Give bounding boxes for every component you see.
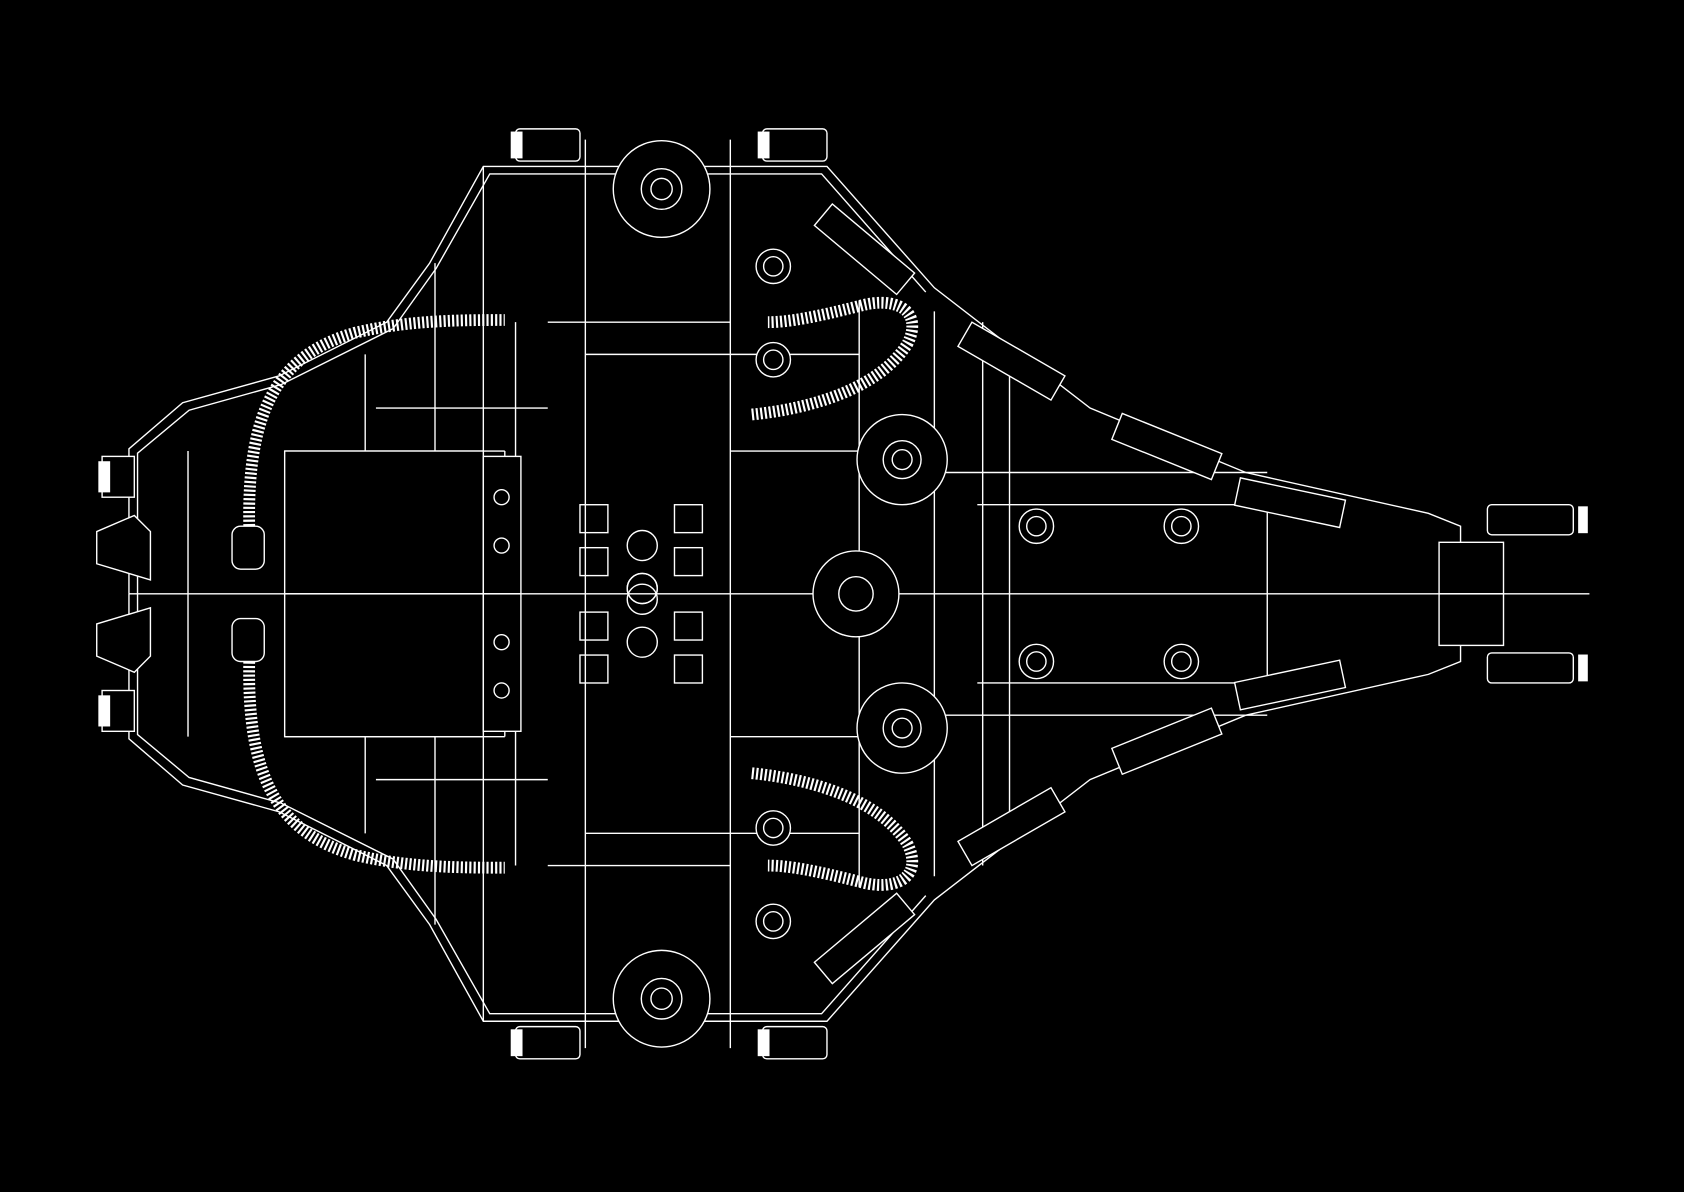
wheel: [612, 949, 711, 1048]
tread-plate: [957, 321, 1066, 401]
wheel-hub: [640, 168, 683, 210]
gear-center: [1170, 515, 1192, 537]
model-bottom-half: [96, 583, 1588, 1060]
battery-box: [283, 593, 485, 738]
flex-hose: [243, 661, 505, 874]
model-top-half: [96, 128, 1588, 605]
cylinder-cap: [626, 626, 658, 658]
gear-center: [1170, 651, 1192, 672]
wheel: [856, 413, 948, 506]
tread-plate: [813, 892, 916, 985]
pin-end: [757, 131, 770, 159]
wheel-hub: [882, 708, 922, 748]
flex-hose: [751, 296, 919, 421]
wheel-axle-hole: [650, 987, 673, 1011]
tail-pin-end: [1578, 654, 1588, 682]
tread-plate: [1110, 707, 1223, 776]
wheel-axle-hole: [650, 177, 673, 201]
tread-plate: [1110, 412, 1223, 481]
wheel: [612, 139, 711, 239]
battery-box: [283, 450, 485, 595]
pin-end: [757, 1029, 770, 1057]
hose-connector: [231, 525, 265, 570]
beam-hole: [493, 633, 510, 651]
axle-pin: [514, 128, 581, 162]
tread-plate: [957, 786, 1066, 867]
gear: [755, 810, 792, 846]
gear-center: [762, 349, 784, 371]
wheel-axle-hole: [891, 717, 913, 739]
gear: [755, 903, 792, 940]
cylinder-cap: [626, 572, 658, 605]
connector-peg: [98, 461, 111, 493]
wheel: [856, 682, 948, 774]
tail-block: [1438, 541, 1505, 595]
gear: [1163, 643, 1200, 680]
wheel-hub: [640, 977, 683, 1020]
tread-plate: [813, 203, 916, 296]
tail-block: [1438, 593, 1505, 647]
tail-pin-end: [1578, 506, 1588, 534]
gear-center: [762, 817, 784, 839]
pin-end: [510, 131, 523, 159]
wheel-axle-hole: [891, 448, 913, 471]
model-center-parts: [128, 550, 1590, 638]
gear: [1163, 508, 1200, 545]
engine-cell: [579, 504, 609, 534]
bracket-piece: [96, 606, 152, 674]
engine-cell: [673, 504, 704, 534]
gear: [755, 248, 792, 285]
gear: [1018, 643, 1055, 680]
axle-pin: [761, 128, 828, 162]
flex-hose: [243, 314, 505, 527]
beam-hole: [493, 682, 510, 699]
cylinder-cap: [626, 529, 658, 562]
bracket-piece: [96, 514, 152, 581]
gear-center: [1026, 651, 1047, 672]
center-hub-cross: [838, 575, 874, 612]
engine-cell: [673, 546, 704, 577]
axle-pin: [514, 1025, 581, 1060]
pin-end: [510, 1029, 523, 1057]
engine-cell: [673, 611, 704, 641]
connector-peg: [98, 695, 111, 727]
hose-connector: [231, 617, 265, 663]
tail-pin: [1486, 504, 1575, 536]
center-hub: [812, 550, 900, 638]
engine-cell: [673, 654, 704, 684]
tail-pin: [1486, 652, 1575, 684]
beam-hole: [493, 488, 510, 506]
wheel-hub: [882, 439, 922, 480]
gear-center: [762, 255, 784, 277]
gear: [755, 341, 792, 378]
engine-cell: [579, 611, 609, 641]
gear-center: [1026, 515, 1047, 537]
tread-plate: [1233, 659, 1347, 711]
beam-with-holes: [482, 455, 522, 595]
beam-with-holes: [482, 593, 522, 733]
axle-pin: [761, 1025, 828, 1060]
gear: [1018, 508, 1055, 545]
gear-center: [762, 911, 784, 932]
flex-hose: [751, 767, 919, 891]
engine-cell: [579, 546, 609, 577]
engine-cell: [579, 654, 609, 684]
tread-plate: [1233, 477, 1347, 529]
cylinder-cap: [626, 583, 658, 615]
beam-hole: [493, 537, 510, 554]
